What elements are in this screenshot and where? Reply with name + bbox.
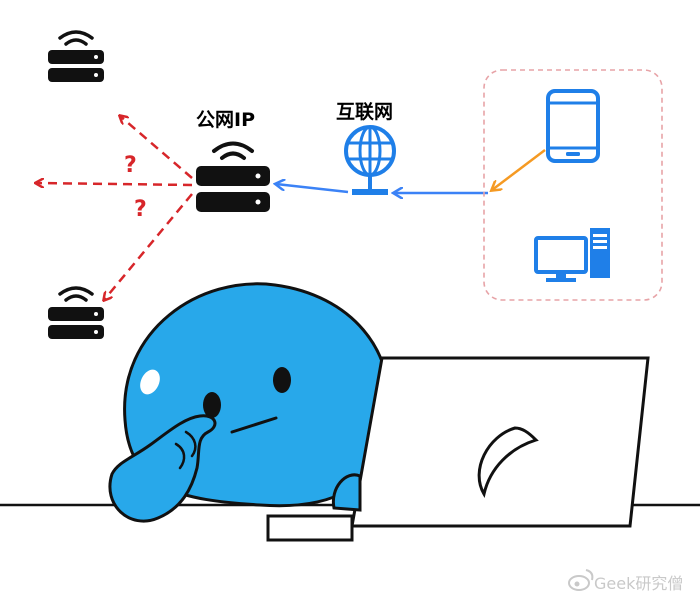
client-devices-box <box>483 69 663 301</box>
character-mouth <box>230 416 278 434</box>
question-mark-lower: ? <box>134 197 147 222</box>
router-public-ip-icon <box>196 141 270 212</box>
laptop-icon <box>266 356 650 542</box>
internet-link-arrows <box>276 184 488 193</box>
desktop-computer-icon <box>534 228 610 282</box>
moon-logo-icon <box>477 426 539 499</box>
router-top-left-icon <box>48 30 104 82</box>
watermark-text: Geek研究僧 <box>594 574 683 593</box>
globe-icon <box>344 125 396 195</box>
router-bottom-left-icon <box>48 286 104 339</box>
character-eye-shine <box>140 369 160 395</box>
tablet-link-arrow <box>492 149 546 190</box>
public-ip-label: 公网IP <box>196 109 255 131</box>
question-mark-upper: ? <box>124 153 137 178</box>
watermark: Geek研究僧 <box>568 569 683 593</box>
unknown-route-arrows <box>36 116 193 300</box>
character-left-eye <box>203 392 221 418</box>
character-right-eye <box>273 367 291 393</box>
character-arm <box>108 414 217 523</box>
weibo-icon <box>568 569 594 591</box>
internet-label: 互联网 <box>336 101 393 123</box>
tablet-icon <box>546 89 600 163</box>
